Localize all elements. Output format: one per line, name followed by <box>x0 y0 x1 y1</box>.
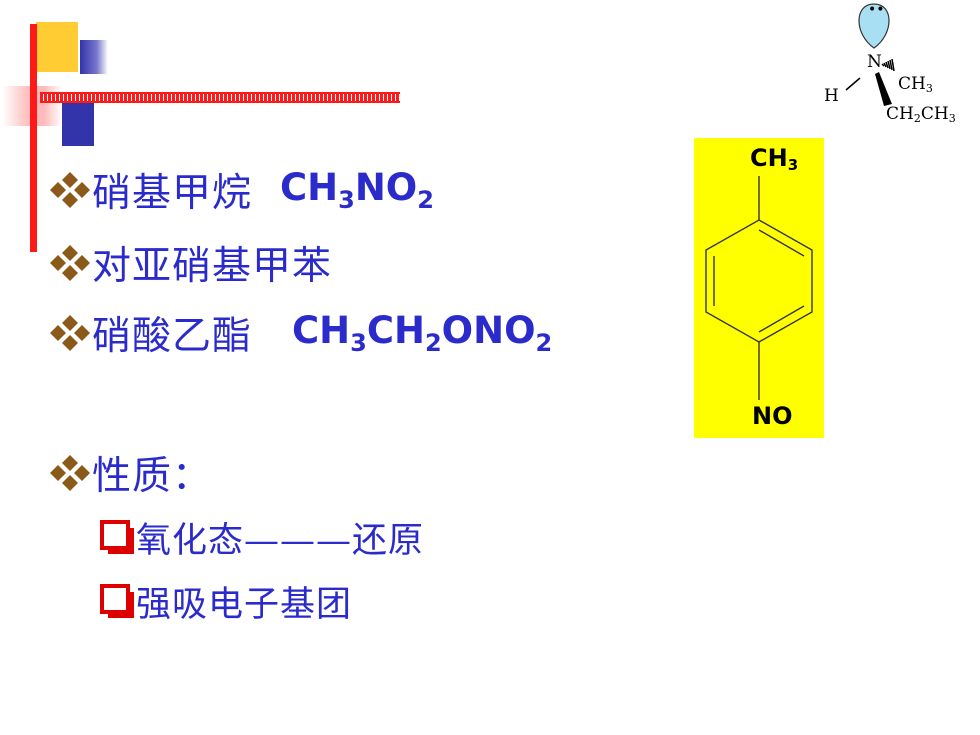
bullet-item-nitromethane: 硝基甲烷 CH3NO2 <box>48 162 434 218</box>
methyl-group-label: CH3 <box>750 144 799 174</box>
hydrogen-label: H <box>824 86 839 106</box>
lone-pair-dots: •• <box>868 2 885 18</box>
bullet-text: 硝基甲烷 <box>92 171 253 216</box>
diamond-bullet-icon <box>50 245 90 281</box>
decorative-blue-square-lower <box>62 100 94 146</box>
decorative-red-vertical-line <box>30 24 37 252</box>
methyl-label: CH3 <box>898 74 933 95</box>
decorative-red-horizontal-line <box>40 92 400 103</box>
sub-bullet-electron-withdrawing: 强吸电子基团 <box>100 576 352 627</box>
chemical-formula: CH3NO2 <box>280 166 434 214</box>
checkbox-bullet-icon <box>100 519 134 554</box>
chemical-formula: CH3CH2ONO2 <box>292 309 553 357</box>
sub-bullet-oxidation-state: 氧化态———还原 <box>100 512 424 563</box>
nitrosotoluene-structure: CH3 NO <box>694 138 824 438</box>
nitroso-group-label: NO <box>752 402 793 430</box>
diamond-bullet-icon <box>50 172 90 208</box>
ethyl-label: CH2CH3 <box>886 104 956 125</box>
sub-bullet-text: 氧化态———还原 <box>136 521 425 561</box>
decorative-blue-square <box>80 40 108 74</box>
bullet-text: 性质： <box>92 454 213 499</box>
amine-structure: •• N H CH3 CH2CH3 <box>810 0 980 135</box>
checkbox-bullet-icon <box>100 583 134 618</box>
diamond-bullet-icon <box>50 315 90 351</box>
benzene-ring-icon <box>705 176 813 400</box>
decorative-yellow-square <box>36 22 78 72</box>
sub-bullet-text: 强吸电子基团 <box>136 585 353 625</box>
bullet-text: 对亚硝基甲苯 <box>92 244 333 289</box>
nitrogen-label: N <box>867 52 882 72</box>
bullet-item-nitrosotoluene: 对亚硝基甲苯 <box>48 235 332 291</box>
bullet-item-properties: 性质： <box>48 445 212 501</box>
bullet-text: 硝酸乙酯 <box>92 314 253 359</box>
diamond-bullet-icon <box>50 455 90 491</box>
bullet-item-ethyl-nitrate: 硝酸乙酯 CH3CH2ONO2 <box>48 305 552 361</box>
lone-pair-orbital-icon <box>845 3 895 106</box>
